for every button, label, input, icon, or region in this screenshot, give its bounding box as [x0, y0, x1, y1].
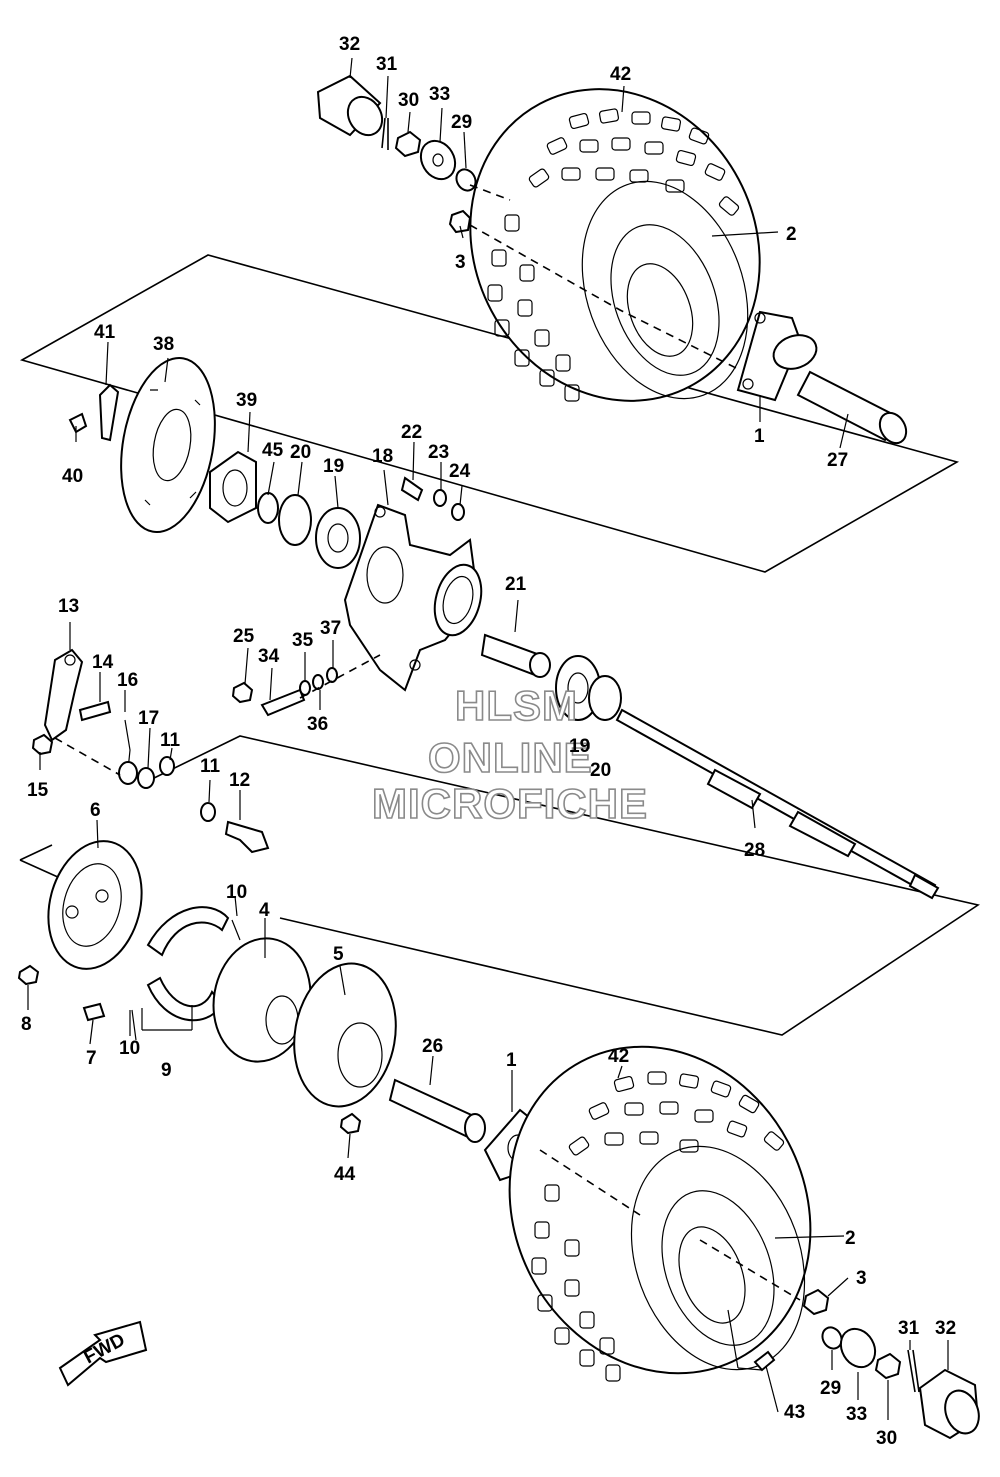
callout-4: 4: [259, 900, 270, 921]
callout-1: 1: [754, 426, 765, 447]
callout-17: 17: [138, 708, 159, 729]
callout-3: 3: [856, 1268, 867, 1289]
callout-26: 26: [422, 1036, 443, 1057]
callout-14: 14: [92, 652, 114, 673]
lower-assembly-frame: [19, 735, 980, 1036]
callout-29: 29: [451, 112, 472, 133]
callout-10: 10: [226, 882, 247, 903]
top-wheel-assembly: [316, 74, 908, 445]
callout-23: 23: [428, 442, 449, 463]
brake-linkage: [31, 648, 270, 854]
axle-carrier-assembly: [231, 476, 622, 721]
callout-13: 13: [58, 596, 79, 617]
callout-42: 42: [610, 64, 631, 85]
callout-20: 20: [590, 760, 611, 781]
callout-1: 1: [506, 1050, 517, 1071]
callout-5: 5: [333, 944, 344, 965]
bottom-wheel-assembly: [508, 1045, 980, 1440]
callout-44: 44: [334, 1164, 356, 1185]
callout-34: 34: [258, 646, 280, 667]
callout-28: 28: [744, 840, 765, 861]
watermark: HLSM ONLINE MICROFICHE: [371, 681, 648, 828]
callout-2: 2: [786, 224, 797, 245]
callout-25: 25: [233, 626, 255, 647]
callout-11: 11: [200, 756, 221, 777]
callout-45: 45: [262, 440, 284, 461]
callout-33: 33: [429, 84, 450, 105]
callout-labels: 1 1 2 2 3 3 4 5 6 7 8 9 10 10 11 11 12 1…: [21, 34, 956, 1449]
callout-30: 30: [876, 1428, 897, 1449]
callout-11: 11: [160, 730, 181, 751]
callout-36: 36: [307, 714, 328, 735]
watermark-line3: MICROFICHE: [372, 780, 648, 827]
callout-19: 19: [323, 456, 344, 477]
callout-15: 15: [27, 780, 49, 801]
callout-38: 38: [153, 334, 174, 355]
callout-42: 42: [608, 1046, 629, 1067]
callout-41: 41: [94, 322, 116, 343]
callout-29: 29: [820, 1378, 841, 1399]
callout-16: 16: [117, 670, 138, 691]
callout-20: 20: [290, 442, 311, 463]
callout-43: 43: [784, 1402, 805, 1423]
callout-40: 40: [62, 466, 83, 487]
callout-31: 31: [898, 1318, 920, 1339]
callout-31: 31: [376, 54, 398, 75]
rear-axle: [615, 708, 940, 900]
callout-19: 19: [569, 736, 590, 757]
callout-27: 27: [827, 450, 848, 471]
callout-12: 12: [229, 770, 250, 791]
callout-24: 24: [449, 461, 471, 482]
callout-3: 3: [455, 252, 466, 273]
callout-10: 10: [119, 1038, 140, 1059]
callout-7: 7: [86, 1048, 97, 1069]
forward-direction-badge: FWD: [58, 1320, 148, 1387]
callout-35: 35: [292, 630, 314, 651]
callout-32: 32: [935, 1318, 956, 1339]
callout-21: 21: [505, 574, 527, 595]
callout-33: 33: [846, 1404, 867, 1425]
callout-6: 6: [90, 800, 101, 821]
leader-lines: [27, 57, 949, 1420]
callout-39: 39: [236, 390, 257, 411]
upper-assembly-frame: [19, 254, 960, 573]
brake-assembly: [17, 840, 547, 1182]
callout-2: 2: [845, 1228, 856, 1249]
callout-22: 22: [401, 422, 422, 443]
callout-8: 8: [21, 1014, 32, 1035]
watermark-line2: ONLINE: [428, 734, 593, 781]
sprocket-assembly: [68, 356, 361, 569]
callout-32: 32: [339, 34, 360, 55]
callout-9: 9: [161, 1060, 172, 1081]
callout-37: 37: [320, 618, 341, 639]
watermark-line1: HLSM: [455, 682, 578, 729]
callout-30: 30: [398, 90, 419, 111]
callout-18: 18: [372, 446, 393, 467]
